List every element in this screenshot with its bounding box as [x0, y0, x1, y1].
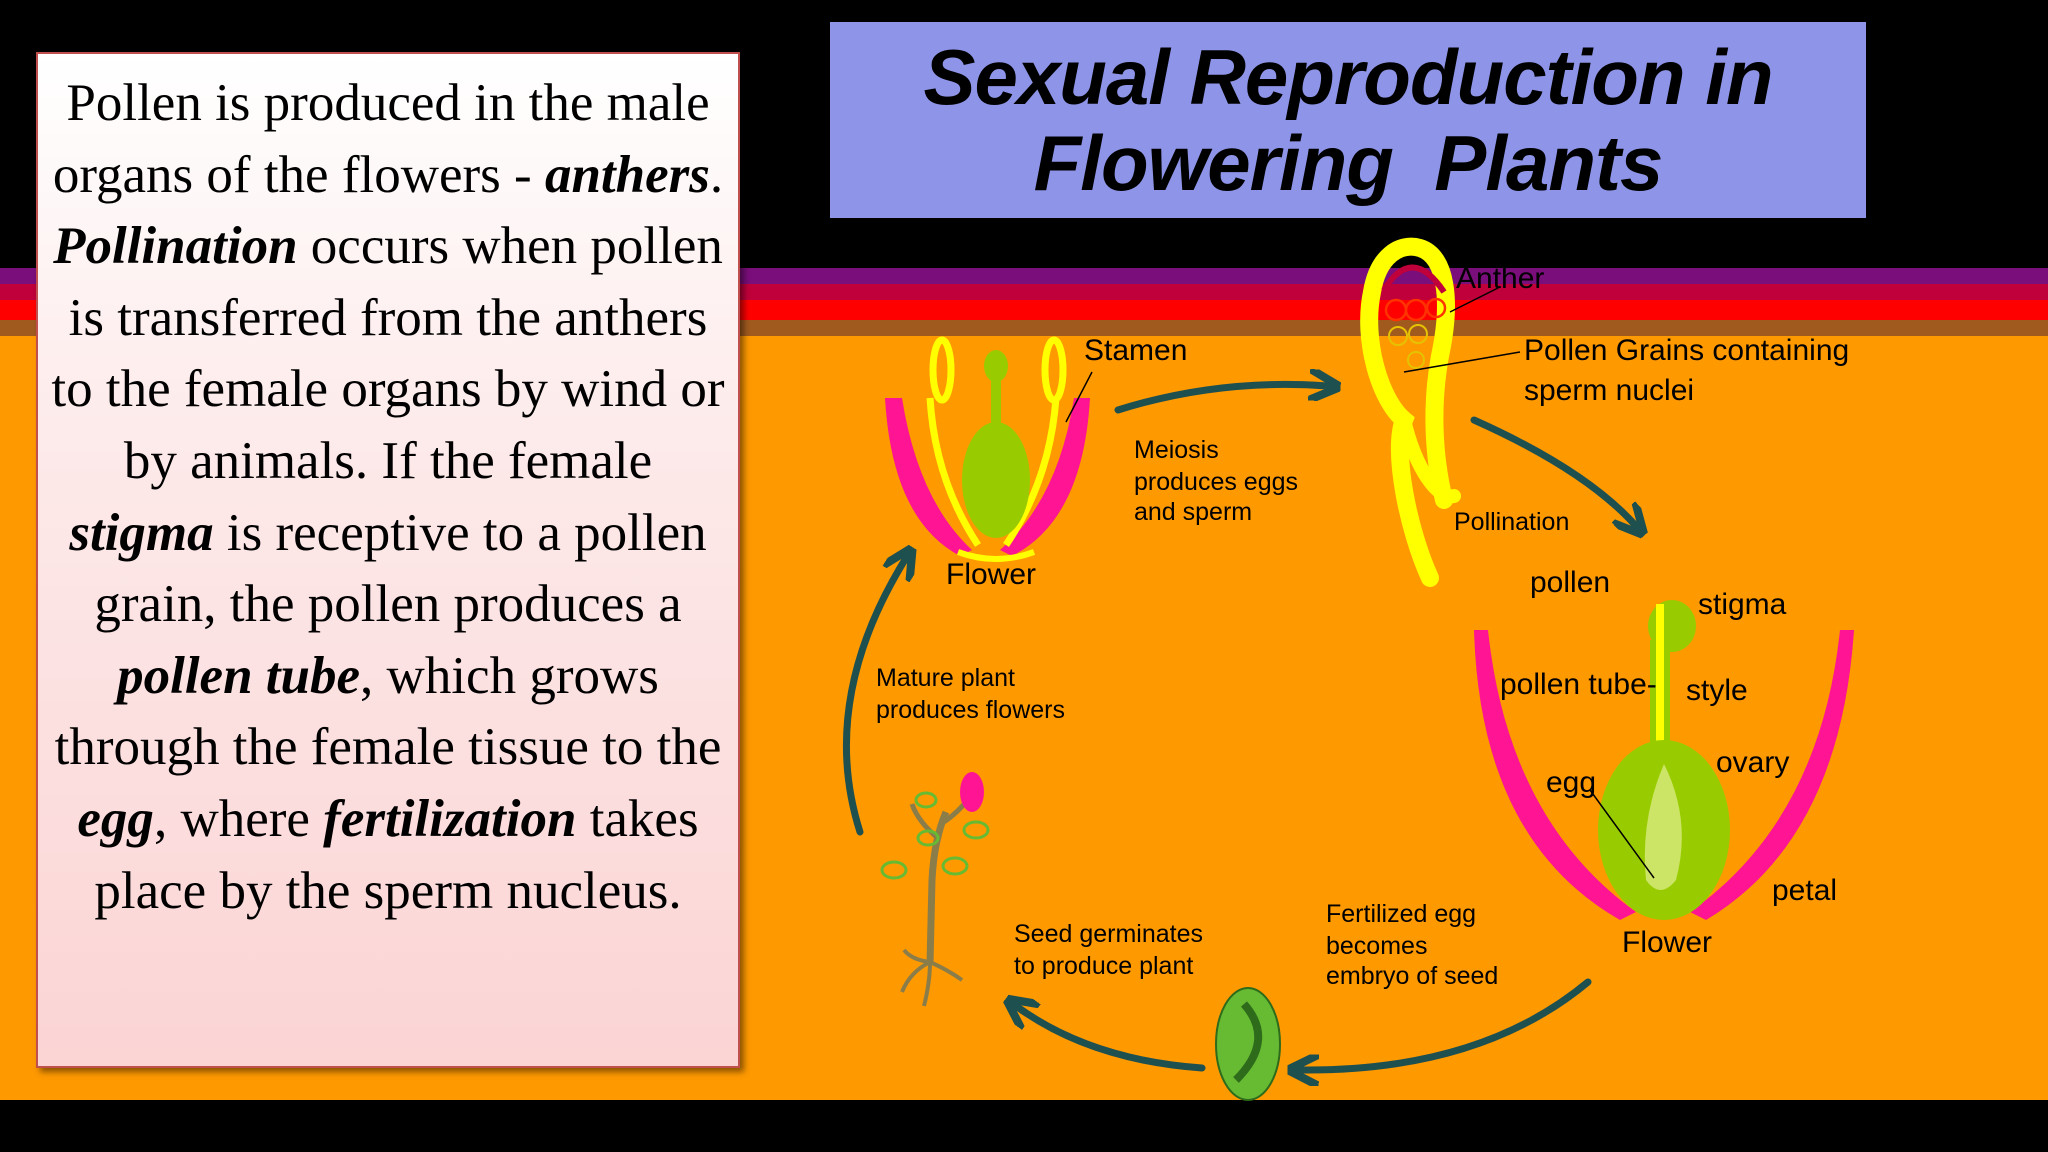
ovary-top-icon [962, 422, 1030, 538]
text-part: takes place by the sperm nucleus. [94, 789, 699, 920]
stigma-top-icon [984, 350, 1008, 382]
pollen-grain-icon [1404, 298, 1428, 322]
egg-cavity-icon [1644, 764, 1682, 890]
pollen-grain-icon [1407, 351, 1425, 369]
petal-right-big-icon [1690, 630, 1854, 920]
diagram-labels: Stamen Flower Meiosis produces eggs and … [876, 262, 1849, 990]
label-seed-1: Seed germinates [1014, 920, 1203, 948]
term-fertilization: fertilization [323, 789, 577, 848]
label-style: style [1686, 674, 1748, 707]
mature-plant-illustration [880, 772, 990, 1007]
bottom-bar [0, 1100, 2048, 1152]
anther-closeup-illustration [1360, 237, 1521, 587]
plant-roots-icon [900, 948, 964, 1007]
pollen-grains-leader-line [1403, 351, 1521, 373]
label-meiosis-3: and sperm [1134, 498, 1252, 526]
text-part: . [709, 145, 724, 204]
label-mature-2: produces flowers [876, 696, 1065, 724]
seed-icon [1215, 987, 1281, 1101]
anther-loop-icon [1360, 237, 1455, 587]
label-fertilized-2: becomes [1326, 932, 1427, 960]
label-seed-2: to produce plant [1014, 952, 1193, 980]
leaf-icon [941, 856, 969, 876]
stamen-leader-line [1065, 371, 1093, 423]
label-ovary: ovary [1716, 746, 1789, 779]
label-fertilized-1: Fertilized egg [1326, 900, 1476, 928]
label-flower-top: Flower [946, 558, 1036, 591]
anther-right-icon [1041, 336, 1067, 404]
text-part: occurs when pollen is transferred from t… [51, 217, 725, 490]
pollen-grain-icon [1408, 324, 1428, 344]
label-fertilized-3: embryo of seed [1326, 962, 1498, 990]
label-pollination: Pollination [1454, 508, 1569, 536]
anther-leader-line [1449, 287, 1499, 313]
label-stamen: Stamen [1084, 334, 1187, 367]
leaf-icon [914, 791, 938, 809]
label-pollen-grains-1: Pollen Grains containing [1524, 334, 1849, 367]
leaf-icon [962, 820, 990, 840]
label-anther: Anther [1456, 262, 1544, 295]
egg-leader-line [1589, 789, 1655, 879]
term-pollination: Pollination [53, 217, 298, 276]
arrow-pollination [1470, 416, 1636, 526]
arrow-fertilization [1300, 978, 1592, 1070]
pollen-grain-icon [1388, 326, 1408, 346]
label-pollen-tube: pollen tube- [1500, 668, 1657, 701]
pollen-grain-icon [1384, 298, 1408, 322]
arrow-germination [1016, 1006, 1206, 1072]
title-box: Sexual Reproduction in Flowering Plants [830, 22, 1866, 218]
label-meiosis-2: produces eggs [1134, 468, 1298, 496]
style-top-icon [991, 378, 1001, 438]
flower-bottom-illustration [1474, 600, 1854, 920]
text-part: , which grows through the female tissue … [54, 646, 722, 777]
label-pollen-grains-2: sperm nuclei [1524, 374, 1694, 407]
title-line-1: Sexual Reproduction in [923, 33, 1773, 121]
term-egg: egg [77, 789, 154, 848]
label-meiosis-1: Meiosis [1134, 436, 1219, 464]
text-part: is receptive to a pollen grain, the poll… [94, 503, 707, 634]
seed-illustration [1215, 987, 1281, 1101]
label-mature-1: Mature plant [876, 664, 1015, 692]
label-pollen: pollen [1530, 566, 1610, 599]
flower-top-illustration [885, 336, 1090, 562]
text-part: , where [153, 789, 324, 848]
arrow-mature [842, 558, 906, 836]
stamen-right-icon [1003, 397, 1060, 547]
bud-icon [960, 772, 984, 812]
leaf-icon [880, 860, 908, 880]
arrow-flower-to-anther [1114, 384, 1328, 414]
label-stigma: stigma [1698, 588, 1787, 621]
term-stigma: stigma [69, 503, 214, 562]
plant-stem-icon [926, 810, 950, 965]
cycle-arrows [842, 384, 1636, 1072]
embryo-icon [1233, 1001, 1263, 1083]
leaf-icon [916, 829, 940, 847]
petal-left-big-icon [1474, 630, 1636, 920]
label-flower-bottom: Flower [1622, 926, 1712, 959]
label-egg: egg [1546, 766, 1596, 799]
term-pollen-tube: pollen tube [117, 646, 361, 705]
pollen-grain-icon [1425, 297, 1447, 319]
anther-cap-icon [1381, 264, 1447, 294]
title-line-2: Flowering Plants [1033, 119, 1664, 207]
anther-loop-tail-icon [1397, 413, 1461, 504]
stamen-left-icon [926, 397, 981, 547]
label-petal: petal [1772, 874, 1837, 907]
receptacle-icon [956, 549, 1036, 562]
text-part: Pollen is produced in the male organs of… [52, 74, 710, 204]
explanation-text-box: Pollen is produced in the male organs of… [36, 52, 740, 1068]
petal-right-icon [1000, 398, 1090, 556]
petal-left-icon [885, 398, 972, 556]
anther-left-icon [929, 336, 955, 404]
term-anthers: anthers [544, 145, 710, 204]
